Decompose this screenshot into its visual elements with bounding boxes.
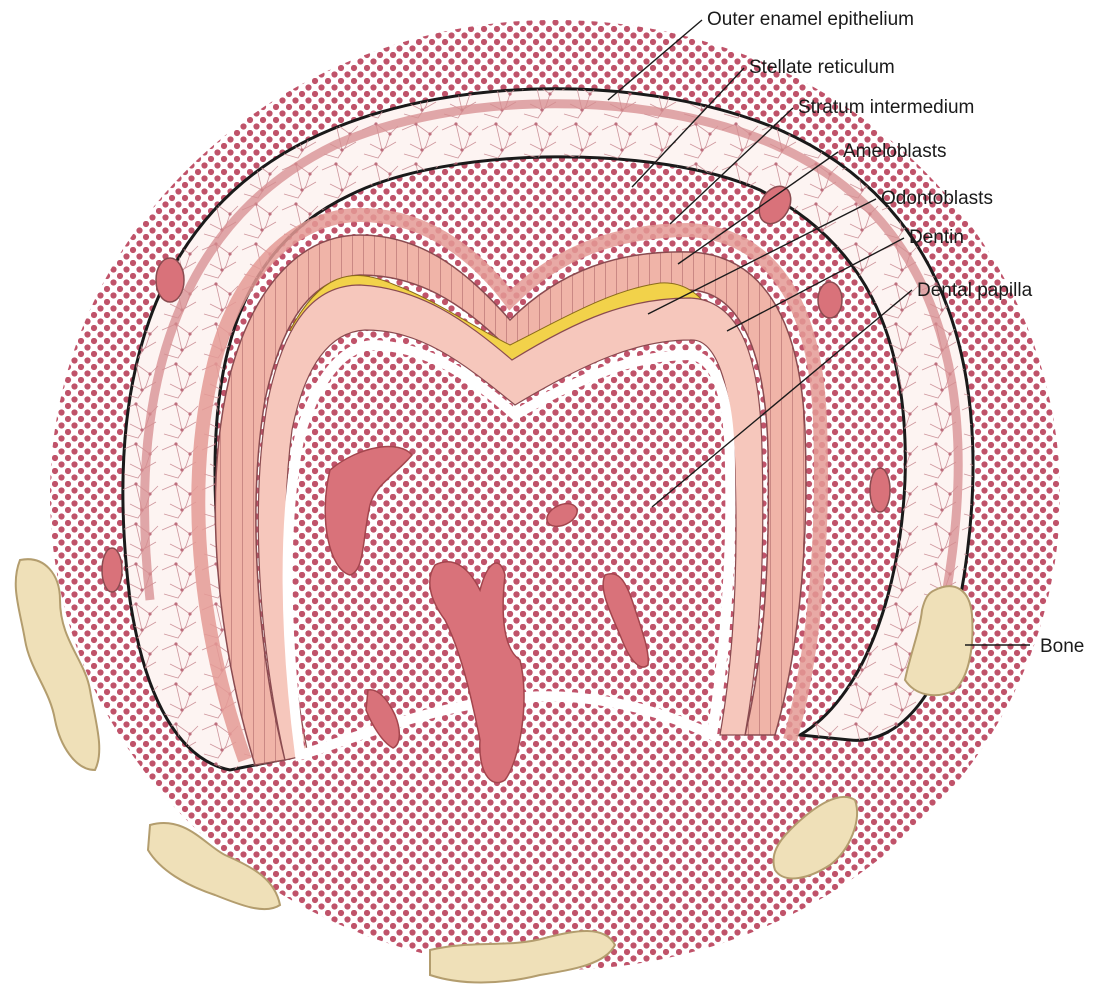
label-dental-papilla: Dental papilla [917, 280, 1033, 301]
label-ameloblasts: Ameloblasts [843, 141, 947, 162]
label-stratum-intermedium: Stratum intermedium [798, 97, 974, 118]
label-stellate-reticulum: Stellate reticulum [749, 57, 895, 78]
label-outer-enamel-epithelium: Outer enamel epithelium [707, 9, 914, 30]
label-odontoblasts: Odontoblasts [881, 188, 993, 209]
label-dentin: Dentin [909, 227, 964, 248]
label-bone: Bone [1040, 636, 1084, 657]
